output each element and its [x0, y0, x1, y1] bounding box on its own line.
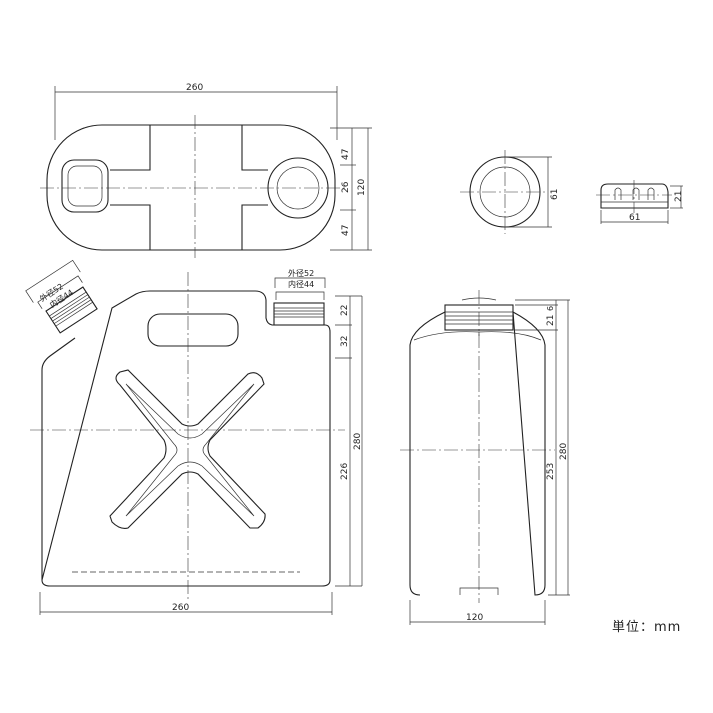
- dim-side-width: 120: [466, 613, 483, 623]
- x-recess: [109, 369, 266, 529]
- spout-right: [273, 277, 326, 326]
- cap-top-view: 61: [460, 150, 560, 234]
- dim-top-47a: 47: [341, 149, 351, 160]
- front-view: 外径52 内径44 外径52 内径44 260 22 32 226 280: [25, 259, 363, 615]
- spout-right-inner-label: 内径44: [288, 279, 314, 289]
- spout-right-outer-label: 外径52: [288, 268, 314, 278]
- spout-left: [25, 259, 98, 334]
- dim-front-width: 260: [172, 603, 189, 613]
- dim-side-253: 253: [546, 463, 556, 480]
- side-outline: [409, 311, 546, 596]
- dim-top-width: 260: [186, 83, 203, 93]
- dim-front-32: 32: [340, 336, 350, 347]
- dim-side-6: 6: [546, 306, 555, 311]
- dim-cap-width: 61: [629, 213, 640, 223]
- dim-front-280: 280: [353, 433, 363, 450]
- front-outline: [41, 290, 331, 587]
- handle-slot: [147, 313, 239, 347]
- dim-side-21: 21: [546, 315, 556, 326]
- dim-top-47b: 47: [341, 225, 351, 236]
- dim-side-280: 280: [559, 443, 569, 460]
- dim-front-226: 226: [340, 463, 350, 480]
- dim-cap-height: 21: [674, 191, 684, 202]
- cap-left: [61, 159, 109, 213]
- cap-side-view: 21 61: [596, 180, 684, 224]
- top-view: 260 47 26 120 47: [40, 83, 372, 258]
- top-view-outline: [46, 124, 336, 251]
- unit-label: 単位：mm: [612, 620, 682, 635]
- top-recess: [110, 125, 268, 250]
- dim-front-22: 22: [340, 305, 350, 316]
- dim-cap-diameter: 61: [550, 189, 560, 200]
- dim-top-120: 120: [357, 179, 367, 196]
- side-view: 120 6 21 253 280: [400, 290, 570, 625]
- dim-top-26: 26: [341, 181, 351, 193]
